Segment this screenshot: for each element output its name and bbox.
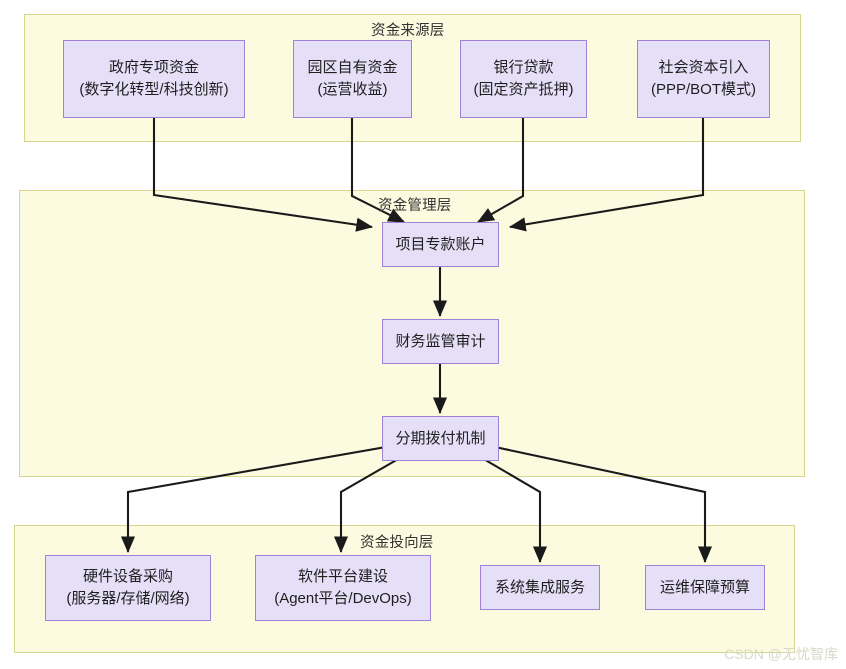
node-integration-line1: 系统集成服务 <box>494 578 585 596</box>
node-staged-payment-line1: 分期拨付机制 <box>395 429 486 447</box>
node-park-fund-line1: 园区自有资金 <box>307 59 398 77</box>
node-finance-audit-line1: 财务监管审计 <box>395 332 486 350</box>
layer-title-source: 资金来源层 <box>371 23 445 39</box>
watermark-text: CSDN @无忧智库 <box>724 646 838 662</box>
node-social-cap[interactable]: 社会资本引入 (PPP/BOT模式) <box>637 40 770 118</box>
node-social-cap-line2: (PPP/BOT模式) <box>650 81 756 98</box>
node-hardware-line1: 硬件设备采购 <box>82 568 173 586</box>
node-gov-fund-line2: (数字化转型/科技创新) <box>79 81 229 98</box>
node-software-line1: 软件平台建设 <box>297 568 388 586</box>
node-park-fund-line2: (运营收益) <box>317 81 388 98</box>
node-staged-payment[interactable]: 分期拨付机制 <box>382 416 499 461</box>
node-software[interactable]: 软件平台建设 (Agent平台/DevOps) <box>255 555 431 621</box>
node-social-cap-line1: 社会资本引入 <box>658 59 749 77</box>
node-gov-fund-line1: 政府专项资金 <box>108 59 199 77</box>
node-special-account-line1: 项目专款账户 <box>395 235 486 253</box>
node-hardware-line2: (服务器/存储/网络) <box>66 590 190 607</box>
node-ops-budget[interactable]: 运维保障预算 <box>645 565 765 610</box>
node-ops-budget-line1: 运维保障预算 <box>659 578 750 596</box>
node-finance-audit[interactable]: 财务监管审计 <box>382 319 499 364</box>
node-bank-loan-line2: (固定资产抵押) <box>473 81 574 98</box>
node-bank-loan-line1: 银行贷款 <box>493 59 554 77</box>
layer-title-management: 资金管理层 <box>378 198 452 214</box>
node-integration[interactable]: 系统集成服务 <box>480 565 600 610</box>
node-park-fund[interactable]: 园区自有资金 (运营收益) <box>293 40 412 118</box>
layer-title-allocation: 资金投向层 <box>360 535 434 551</box>
node-special-account[interactable]: 项目专款账户 <box>382 222 499 267</box>
node-bank-loan[interactable]: 银行贷款 (固定资产抵押) <box>460 40 587 118</box>
node-gov-fund[interactable]: 政府专项资金 (数字化转型/科技创新) <box>63 40 245 118</box>
node-software-line2: (Agent平台/DevOps) <box>274 590 412 607</box>
node-hardware[interactable]: 硬件设备采购 (服务器/存储/网络) <box>45 555 211 621</box>
